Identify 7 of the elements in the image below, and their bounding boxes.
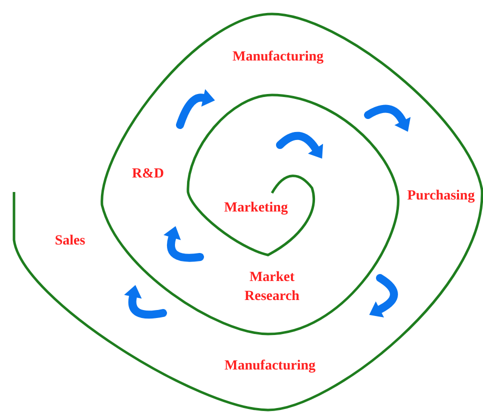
stage-label: Purchasing [407,188,475,206]
stage-label: Marketing [224,200,288,218]
stage-label: Manufacturing [224,358,316,376]
stage-label: R&D [132,166,164,184]
stage-label: Sales [54,232,86,250]
stage-label: Market Research [244,269,300,306]
stage-label: Manufacturing [232,48,324,66]
